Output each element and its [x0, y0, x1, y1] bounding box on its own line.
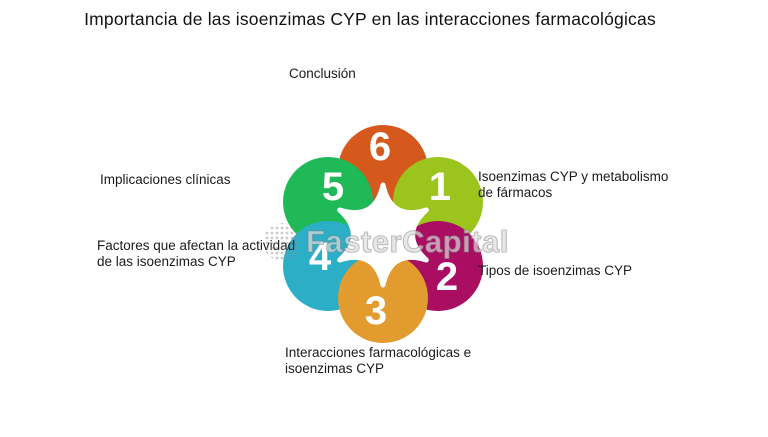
- item-number-4: 4: [308, 235, 332, 279]
- item-label-isoenzimas-metabolismo: Isoenzimas CYP y metabolismo de fármacos: [478, 169, 669, 200]
- item-number-3: 3: [364, 289, 388, 333]
- item-number-5: 5: [321, 165, 345, 209]
- item-label-tipos-isoenzimas: Tipos de isoenzimas CYP: [478, 263, 633, 278]
- center-star-shape: [337, 182, 429, 288]
- page-title: Importancia de las isoenzimas CYP en las…: [84, 9, 656, 29]
- item-number-6: 6: [368, 125, 392, 169]
- item-number-2: 2: [435, 255, 459, 299]
- item-label-conclusion: Conclusión: [289, 66, 356, 81]
- item-label-implicaciones-clinicas: Implicaciones clínicas: [100, 172, 231, 187]
- item-number-1: 1: [428, 165, 452, 209]
- item-label-factores-actividad: Factores que afectan la actividad de las…: [97, 238, 296, 269]
- circle-3-interacciones: [338, 253, 428, 343]
- item-label-interacciones: Interacciones farmacológicas e isoenzima…: [285, 345, 472, 376]
